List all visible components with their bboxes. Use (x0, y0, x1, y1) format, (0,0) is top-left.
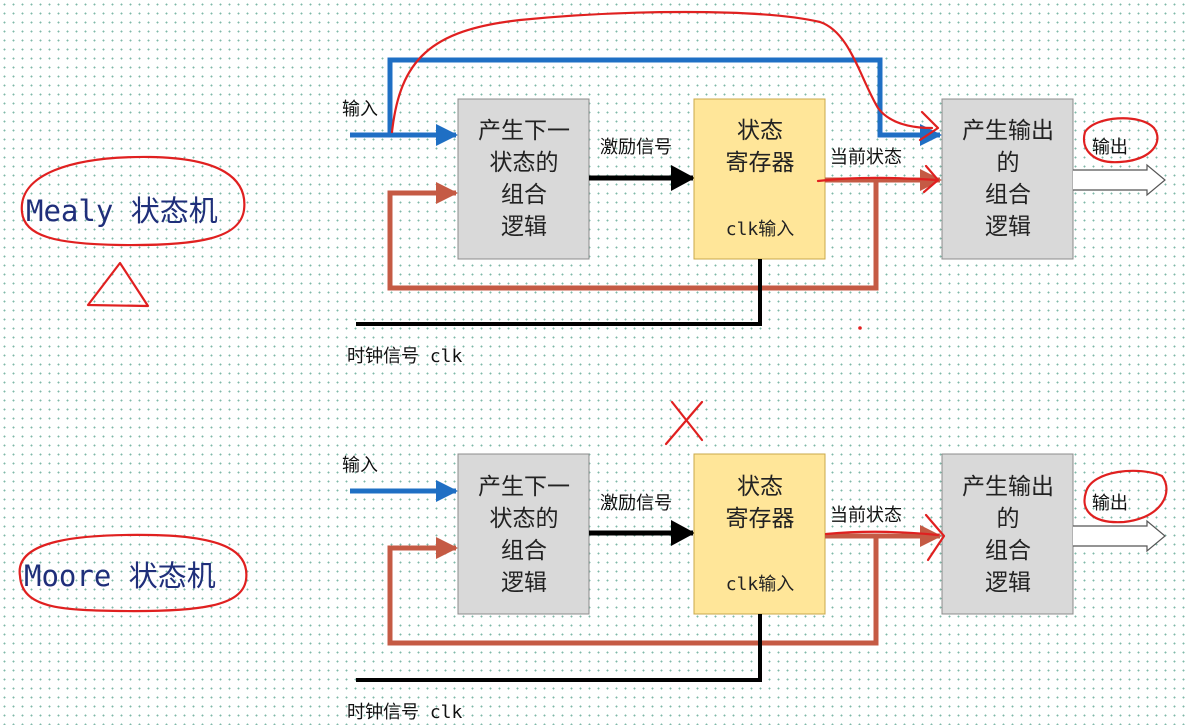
mealy-next-state-line-3: 组合 (501, 182, 547, 208)
mealy-register-line-2: 寄存器 (726, 150, 795, 176)
mealy-next-state-logic-box (457, 98, 590, 260)
moore-current-state-mark (824, 530, 940, 537)
mealy-clock-label: 时钟信号 clk (347, 346, 463, 367)
mealy-output-label: 输出 (1092, 137, 1128, 158)
mealy-state-arrowhead (922, 164, 940, 194)
moore-output-arrow (1073, 519, 1166, 553)
moore-output-logic-line-3: 组合 (985, 538, 1031, 564)
mealy-feedback-arrow (387, 180, 879, 291)
mealy-input-label: 输入 (342, 99, 378, 120)
moore-output-logic-line-2: 的 (997, 506, 1020, 532)
mealy-title: Mealy 状态机 (26, 194, 218, 228)
mealy-register-line-1: 状态 (737, 118, 783, 144)
mealy-next-state-line-4: 逻辑 (501, 214, 547, 240)
moore-next-state-line-3: 组合 (501, 538, 547, 564)
mealy-output-logic-box (941, 98, 1074, 260)
red-annotations (18, 10, 1168, 613)
moore-state-arrowhead (924, 513, 946, 562)
input-arc-arrowhead (918, 110, 940, 142)
mealy-current-state-label: 当前状态 (830, 147, 902, 168)
mealy-output-logic-line-4: 逻辑 (985, 214, 1031, 240)
moore-register-line-2: 寄存器 (726, 506, 795, 532)
moore-excitation-label: 激励信号 (600, 493, 672, 514)
moore-output-logic-line-1: 产生输出 (962, 474, 1054, 500)
mealy-clock-line (356, 259, 762, 326)
moore-next-state-line-4: 逻辑 (501, 570, 547, 596)
mealy-output-arrow (1073, 163, 1166, 197)
moore-clock-line (356, 614, 762, 682)
moore-output-circle (1083, 469, 1168, 524)
input-to-output-arc (390, 10, 934, 134)
moore-diagram: 输入 产生下一 状态的 组合 逻辑 激励信号 状态 寄存器 clk输入 当前状态… (342, 453, 1166, 723)
mealy-output-logic-line-1: 产生输出 (962, 118, 1054, 144)
mealy-diagram: 输入 产生下一 状态的 组合 逻辑 激励信号 状态 寄存器 clk输入 当前状态… (342, 57, 1166, 367)
mealy-output-logic-line-2: 的 (997, 150, 1020, 176)
mealy-next-state-line-1: 产生下一 (478, 118, 570, 144)
moore-output-logic-box (941, 453, 1074, 615)
moore-clock-label: 时钟信号 clk (347, 702, 463, 723)
moore-output-logic-line-4: 逻辑 (985, 570, 1031, 596)
moore-feedback-arrow (387, 536, 879, 646)
mealy-title-circle (20, 155, 246, 247)
mealy-output-logic-line-3: 组合 (985, 182, 1031, 208)
mealy-output-circle (1082, 117, 1159, 164)
moore-next-state-logic-box (457, 453, 590, 615)
mealy-current-state-mark (816, 176, 940, 183)
moore-title-circle (18, 533, 248, 613)
moore-next-state-line-2: 状态的 (490, 506, 559, 532)
moore-output-label: 输出 (1092, 493, 1128, 514)
moore-current-state-label: 当前状态 (830, 505, 902, 526)
delta-symbol (86, 261, 150, 308)
moore-next-state-line-1: 产生下一 (478, 474, 570, 500)
mealy-next-state-line-2: 状态的 (490, 150, 559, 176)
moore-register-line-1: 状态 (737, 474, 783, 500)
mealy-input-bypass-arrow (387, 57, 942, 146)
moore-input-label: 输入 (342, 455, 378, 476)
mealy-clk-input-label: clk输入 (726, 219, 795, 240)
moore-clk-input-label: clk输入 (726, 574, 795, 595)
red-dot (858, 326, 862, 330)
x-mark (664, 400, 704, 446)
moore-title: Moore 状态机 (24, 559, 216, 593)
mealy-excitation-label: 激励信号 (600, 137, 672, 158)
